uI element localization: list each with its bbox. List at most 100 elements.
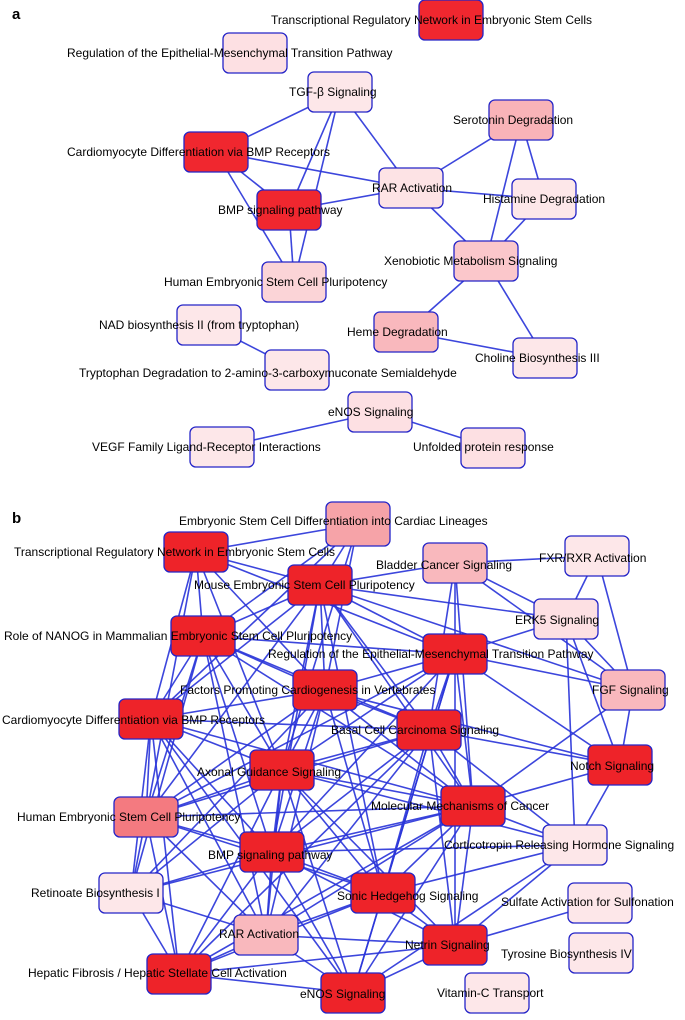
node-basal: Basal Cell Carcinoma Signaling: [331, 709, 499, 751]
edge-mmc-hepatic: [178, 805, 474, 975]
node-label-bmp: BMP signaling pathway: [208, 848, 333, 862]
panel-b-label: b: [12, 510, 22, 527]
edge-mouse_esc-bmp: [271, 584, 321, 853]
edge-basal-shh: [382, 729, 430, 894]
node-shh: Sonic Hedgehog Signaling: [337, 872, 478, 914]
node-box-choline: [512, 337, 578, 379]
node-label-mouse_esc: Mouse Embryonic Stem Cell Pluripotency: [194, 578, 415, 592]
node-label-mmc: Molecular Mechanisms of Cancer: [371, 799, 549, 813]
node-box-hesc: [113, 796, 179, 838]
node-hesc: Human Embryonic Stem Cell Pluripotency: [17, 796, 240, 838]
edge-cardio_bmp-hesc: [215, 151, 295, 283]
node-label-basal: Basal Cell Carcinoma Signaling: [331, 723, 499, 737]
node-box-bmp: [256, 189, 322, 231]
node-box-trn_es: [418, 0, 484, 41]
node-label-bmp: BMP signaling pathway: [218, 203, 343, 217]
edge-crh-enos: [352, 844, 576, 994]
node-label-bladder: Bladder Cancer Signaling: [376, 558, 512, 572]
node-box-enos: [347, 391, 413, 433]
node-mmc: Molecular Mechanisms of Cancer: [371, 785, 549, 827]
edge-mmc-bmp: [271, 805, 474, 853]
edge-serotonin-xeno: [485, 119, 522, 262]
node-hepatic: Hepatic Fibrosis / Hepatic Stellate Cell…: [28, 953, 287, 995]
node-label-esc_cardiac: Embryonic Stem Cell Differentiation into…: [179, 514, 488, 528]
node-label-retinoate: Retinoate Biosynthesis I: [31, 886, 160, 900]
edge-trn_es-axonal: [195, 551, 283, 771]
node-box-notch: [587, 744, 653, 786]
node-label-tgfb: TGF-β Signaling: [289, 85, 377, 99]
node-cardio_bmp: Cardiomyocyte Differentiation via BMP Re…: [67, 131, 330, 173]
node-serotonin: Serotonin Degradation: [453, 99, 573, 141]
node-hesc: Human Embryonic Stem Cell Pluripotency: [164, 261, 387, 303]
node-box-axonal: [249, 749, 315, 791]
node-box-enos: [320, 972, 386, 1014]
node-label-nanog: Role of NANOG in Mammalian Embryonic Ste…: [4, 629, 352, 643]
node-fgf: FGF Signaling: [592, 669, 669, 711]
node-box-erk5: [533, 598, 599, 640]
node-netrin: Netrin Signaling: [405, 924, 490, 966]
node-label-histamine: Histamine Degradation: [483, 192, 605, 206]
edge-mmc-netrin: [454, 805, 474, 946]
node-label-rar: RAR Activation: [219, 927, 299, 941]
node-box-bladder: [422, 542, 488, 584]
node-label-hepatic: Hepatic Fibrosis / Hepatic Stellate Cell…: [28, 966, 287, 980]
edge-cardio_bmp-hepatic: [150, 718, 180, 975]
node-label-vegf: VEGF Family Ligand-Receptor Interactions: [92, 440, 321, 454]
edge-emt-bmp: [271, 653, 456, 853]
node-mouse_esc: Mouse Embryonic Stem Cell Pluripotency: [194, 564, 415, 606]
node-label-trn_es: Transcriptional Regulatory Network in Em…: [271, 13, 592, 27]
node-layer-b: Embryonic Stem Cell Differentiation into…: [2, 501, 674, 1014]
node-bmp: BMP signaling pathway: [208, 831, 333, 873]
node-box-trp: [264, 349, 330, 391]
node-box-vegf: [189, 426, 255, 468]
node-label-xeno: Xenobiotic Metabolism Signaling: [384, 254, 557, 268]
node-upr: Unfolded protein response: [413, 427, 554, 469]
edge-axonal-netrin: [281, 769, 456, 946]
edge-nanog-emt: [202, 635, 456, 655]
node-label-vitc: Vitamin-C Transport: [437, 986, 544, 1000]
node-label-fxr: FXR/RXR Activation: [539, 551, 646, 565]
edge-erk5-crh: [565, 618, 576, 846]
edge-hesc-mmc: [145, 805, 474, 818]
node-label-cardio_bmp: Cardiomyocyte Differentiation via BMP Re…: [67, 145, 330, 159]
node-label-rar: RAR Activation: [372, 181, 452, 195]
edge-cardio_bmp-rar: [150, 718, 267, 936]
node-box-nad: [176, 304, 242, 346]
node-box-cardio_bmp: [118, 698, 184, 740]
node-box-bmp: [239, 831, 305, 873]
node-enos: eNOS Signaling: [300, 972, 386, 1014]
node-axonal: Axonal Guidance Signaling: [197, 749, 341, 791]
node-box-hepatic: [146, 953, 212, 995]
edge-mouse_esc-cardio_bmp: [150, 584, 321, 720]
node-emt: Regulation of the Epithelial-Mesenchymal…: [67, 32, 393, 74]
node-box-tgfb: [307, 71, 373, 113]
node-bladder: Bladder Cancer Signaling: [376, 542, 512, 584]
node-box-nanog: [170, 615, 236, 657]
edge-layer-b: [130, 523, 634, 994]
node-label-cardiogenesis: Factors Promoting Cardiogenesis in Verte…: [180, 683, 435, 697]
node-label-emt: Regulation of the Epithelial-Mesenchymal…: [67, 46, 393, 60]
node-label-sulfate: Sulfate Activation for Sulfonation: [501, 895, 674, 909]
node-label-emt: Regulation of the Epithelial-Mesenchymal…: [268, 647, 594, 661]
node-box-basal: [396, 709, 462, 751]
edge-emt-mmc: [454, 653, 474, 807]
node-nanog: Role of NANOG in Mammalian Embryonic Ste…: [4, 615, 352, 657]
node-box-fxr: [564, 535, 630, 577]
node-heme: Heme Degradation: [347, 311, 448, 353]
node-trn_es: Transcriptional Regulatory Network in Em…: [271, 0, 592, 41]
node-label-fgf: FGF Signaling: [592, 683, 669, 697]
node-vegf: VEGF Family Ligand-Receptor Interactions: [92, 426, 321, 468]
node-trp: Tryptophan Degradation to 2-amino-3-carb…: [79, 349, 457, 391]
edge-axonal-hepatic: [178, 769, 283, 975]
node-label-serotonin: Serotonin Degradation: [453, 113, 573, 127]
node-box-mouse_esc: [287, 564, 353, 606]
edge-bladder-mmc: [454, 562, 474, 807]
node-box-sulfate: [567, 882, 633, 924]
edge-esc_cardiac-cardiogenesis: [324, 523, 359, 691]
node-label-erk5: ERK5 Signaling: [515, 613, 599, 627]
node-box-fgf: [600, 669, 666, 711]
edge-mouse_esc-basal: [319, 584, 430, 731]
edge-basal-rar: [265, 729, 430, 936]
